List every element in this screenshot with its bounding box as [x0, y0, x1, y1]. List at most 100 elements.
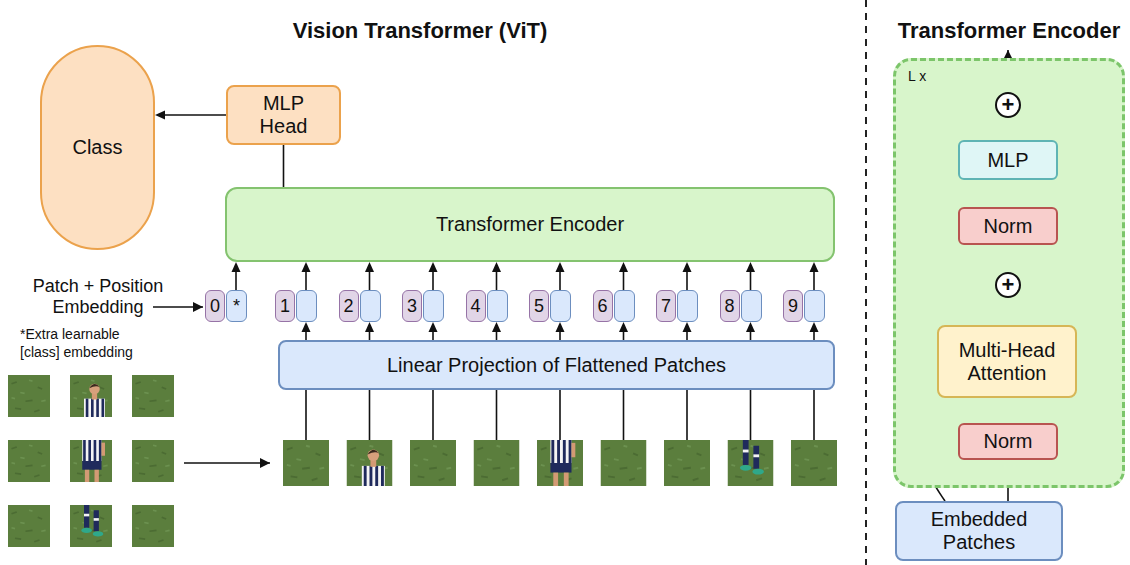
image-patch — [8, 440, 50, 482]
image-patch — [410, 440, 456, 486]
connector-arrow — [302, 322, 311, 340]
connector-line — [162, 114, 226, 116]
section-divider — [865, 0, 867, 565]
mlp-box: MLP — [958, 140, 1058, 180]
connector-line — [432, 269, 434, 290]
box-label: Norm — [984, 215, 1033, 238]
box-label: Norm — [984, 430, 1033, 453]
connector-arrow — [810, 262, 819, 290]
connector-line — [813, 269, 815, 290]
leader-arrow — [153, 306, 203, 308]
box-label: Multi-Head Attention — [947, 339, 1067, 385]
connector-arrow — [232, 262, 241, 290]
arrowhead — [619, 262, 628, 272]
position-embedding: 8 — [720, 290, 740, 322]
arrowhead — [810, 262, 819, 272]
image-patch — [132, 440, 174, 482]
position-embedding: 2 — [339, 290, 359, 322]
token-embedding: 6 — [593, 290, 635, 322]
image-patch — [474, 440, 520, 486]
position-embedding: 9 — [783, 290, 803, 322]
patch-embedding — [550, 290, 571, 322]
position-number: 1 — [280, 296, 290, 317]
arrowhead — [155, 111, 165, 120]
position-embedding: 1 — [275, 290, 295, 322]
arrowhead — [619, 322, 628, 332]
label-holder: Transformer Encoder — [889, 18, 1129, 44]
annotation: Patch + Position Embedding — [22, 276, 174, 318]
token-embedding: 9 — [783, 290, 825, 322]
position-embedding: 4 — [466, 290, 486, 322]
position-embedding: 3 — [402, 290, 422, 322]
mlp-head-box: MLP Head — [226, 85, 341, 145]
plus-sign: + — [1002, 274, 1015, 296]
connector-line — [623, 269, 625, 290]
repeat-label: L x — [908, 68, 926, 84]
label-holder: Vision Transformer (ViT) — [250, 18, 590, 44]
position-number: 0 — [210, 296, 220, 317]
connector-line — [496, 269, 498, 290]
image-patch — [70, 505, 112, 547]
connector-arrow — [619, 262, 628, 290]
arrowhead — [683, 262, 692, 272]
patch-embedding — [804, 290, 825, 322]
arrowhead — [556, 322, 565, 332]
arrowhead — [429, 262, 438, 272]
connector-arrow — [492, 262, 501, 290]
patch-embedding — [296, 290, 317, 322]
position-number: 9 — [788, 296, 798, 317]
box-label: Linear Projection of Flattened Patches — [387, 354, 726, 377]
norm-box: Norm — [958, 423, 1058, 460]
arrowhead — [556, 262, 565, 272]
connector-line — [559, 269, 561, 290]
token-embedding: 8 — [720, 290, 762, 322]
add-circle: + — [995, 92, 1021, 118]
position-number: 4 — [470, 296, 480, 317]
connector-line — [686, 269, 688, 290]
section-title: Transformer Encoder — [889, 18, 1129, 44]
connector-line — [750, 269, 752, 290]
patch-embedding — [423, 290, 444, 322]
position-embedding: 7 — [656, 290, 676, 322]
position-embedding: 5 — [529, 290, 549, 322]
token-embedding: 5 — [529, 290, 571, 322]
box-label: Transformer Encoder — [436, 213, 624, 236]
position-number: 3 — [407, 296, 417, 317]
token-embedding: 7 — [656, 290, 698, 322]
box-label: Embedded Patches — [919, 508, 1039, 554]
connector-arrow — [810, 322, 819, 340]
position-embedding: 6 — [593, 290, 613, 322]
class-output: Class — [40, 45, 155, 250]
image-patch — [728, 440, 774, 486]
position-embedding: 0 — [205, 290, 225, 322]
arrowhead — [232, 262, 241, 272]
section-title: Vision Transformer (ViT) — [250, 18, 590, 44]
arrowhead — [746, 262, 755, 272]
image-patch — [791, 440, 837, 486]
connector-arrow — [429, 262, 438, 290]
arrowhead — [365, 262, 374, 272]
flatten-arrow — [184, 462, 270, 464]
position-number: 6 — [597, 296, 607, 317]
patch-embedding — [360, 290, 381, 322]
image-patch — [70, 440, 112, 482]
plus-sign: + — [1002, 94, 1015, 116]
image-patch — [132, 505, 174, 547]
box-label: MLP — [987, 149, 1028, 172]
connector-arrow — [619, 322, 628, 340]
connector-arrow — [365, 262, 374, 290]
box-label: MLP Head — [249, 92, 319, 138]
token-embedding: 2 — [339, 290, 381, 322]
patch-embedding — [741, 290, 762, 322]
connector-line — [369, 269, 371, 290]
label-holder: *Extra learnable [class] embedding — [20, 325, 150, 361]
token-embedding: 1 — [275, 290, 317, 322]
arrowhead — [683, 322, 692, 332]
connector-arrow — [365, 322, 374, 340]
token-embedding: 4 — [466, 290, 508, 322]
patch-lines — [306, 390, 814, 440]
footnote: *Extra learnable [class] embedding — [20, 325, 150, 361]
connector-arrow — [556, 322, 565, 340]
projection-box: Linear Projection of Flattened Patches — [278, 340, 835, 390]
arrowhead — [302, 262, 311, 272]
